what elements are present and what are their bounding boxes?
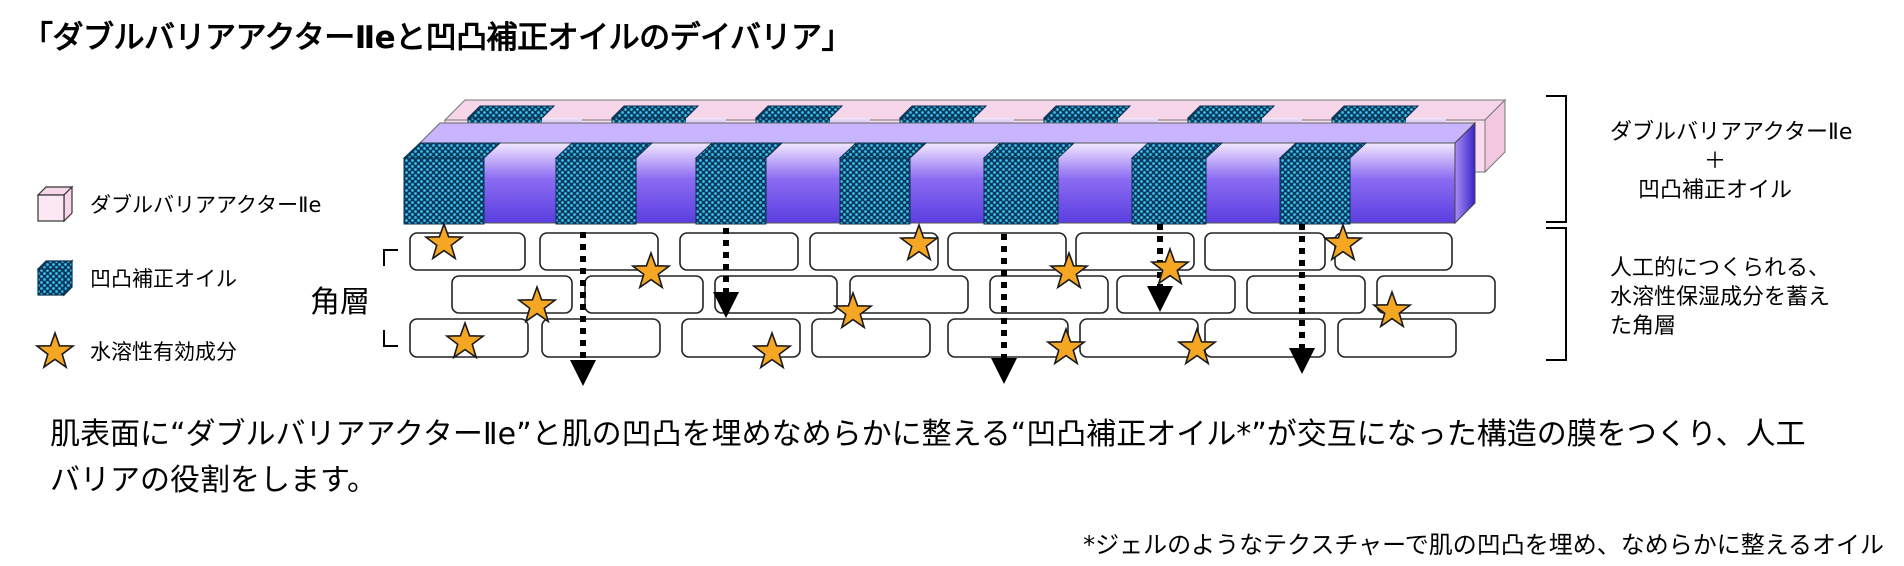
arrow-head: [991, 358, 1017, 384]
corneocyte-bricks: [410, 233, 1495, 357]
bracket-bottom: [1546, 228, 1566, 360]
corneocyte-cell: [452, 276, 572, 313]
corneocyte-cell: [812, 319, 930, 357]
top-label-plus: ＋: [1610, 147, 1820, 176]
footnote: *ジェルのようなテクスチャーで肌の凹凸を埋め、なめらかに整えるオイル: [1083, 525, 1884, 560]
arrow-head: [1289, 348, 1315, 374]
right-brackets: [1546, 96, 1566, 360]
top-bracket-label: ダブルバリアアクターⅡe ＋ 凹凸補正オイル: [1610, 118, 1820, 205]
bottom-label-line2: 水溶性保湿成分を蓄え: [1610, 283, 1830, 312]
corneocyte-cell: [1247, 276, 1365, 313]
cornified-layer-label: 角層: [310, 277, 370, 321]
corneocyte-cell: [540, 233, 658, 270]
corneocyte-cell: [1117, 276, 1235, 313]
caption-line1: 肌表面に“ダブルバリアアクターⅡe”と肌の凹凸を埋めなめらかに整える“凹凸補正オ…: [50, 412, 1840, 458]
corneocyte-cell: [542, 319, 660, 357]
bottom-bracket-label: 人工的につくられる、 水溶性保湿成分を蓄え た角層: [1610, 254, 1830, 341]
corneocyte-cell: [1338, 319, 1456, 357]
arrow-head: [570, 360, 596, 386]
description-caption: 肌表面に“ダブルバリアアクターⅡe”と肌の凹凸を埋めなめらかに整える“凹凸補正オ…: [50, 412, 1840, 504]
corneocyte-cell: [990, 276, 1108, 313]
top-label-line3: 凹凸補正オイル: [1610, 176, 1820, 205]
bottom-label-line3: た角層: [1610, 312, 1830, 341]
caption-line2: バリアの役割をします。: [50, 458, 1840, 504]
corneocyte-cell: [680, 233, 798, 270]
bracket-top: [1546, 96, 1566, 222]
corneocyte-cell: [1205, 233, 1325, 270]
bottom-label-line1: 人工的につくられる、: [1610, 254, 1830, 283]
cornified-layer-bracket: [384, 250, 398, 346]
corneocyte-cell: [948, 319, 1068, 357]
top-label-line1: ダブルバリアアクターⅡe: [1610, 118, 1820, 147]
corneocyte-cell: [1080, 319, 1198, 357]
